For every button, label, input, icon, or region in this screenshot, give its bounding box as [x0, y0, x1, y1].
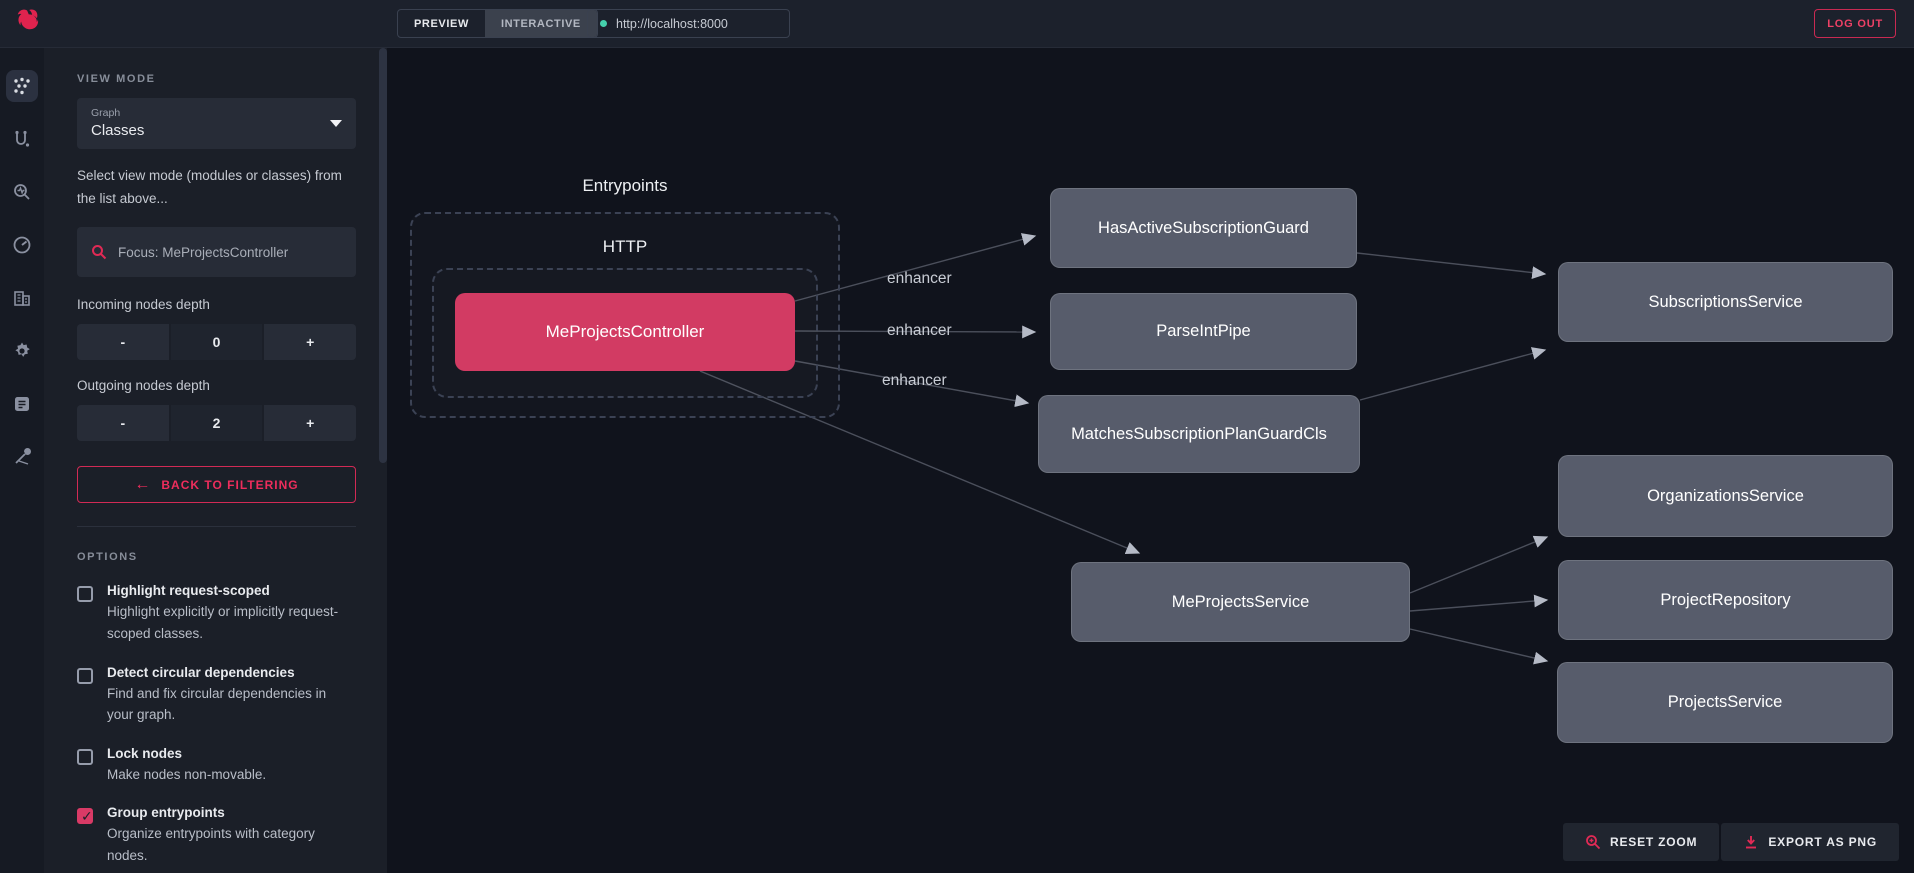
node-has-active-subscription-guard[interactable]: HasActiveSubscriptionGuard — [1050, 188, 1357, 268]
option-title: Detect circular dependencies — [107, 664, 295, 680]
option-description: Organize entrypoints with category nodes… — [107, 826, 315, 863]
routes-icon — [15, 130, 30, 147]
reset-zoom-label: RESET ZOOM — [1610, 835, 1698, 849]
incoming-depth-label: Incoming nodes depth — [77, 297, 210, 313]
nav-rail — [0, 48, 44, 873]
edge-label-enhancer: enhancer — [887, 322, 952, 339]
option-title: Lock nodes — [107, 745, 183, 761]
incoming-depth-increase-button[interactable]: + — [264, 324, 356, 361]
reset-zoom-button[interactable]: RESET ZOOM — [1563, 823, 1720, 861]
rail-item-tools[interactable] — [6, 441, 38, 473]
outgoing-depth-value: 2 — [170, 405, 263, 442]
mode-tabs: PREVIEW INTERACTIVE — [397, 9, 598, 38]
outgoing-depth-stepper: - 2 + — [77, 405, 356, 442]
group-label-entrypoints: Entrypoints — [582, 176, 668, 195]
logs-icon — [15, 397, 29, 411]
outgoing-depth-decrease-button[interactable]: - — [77, 405, 169, 442]
rail-item-graph[interactable] — [6, 70, 38, 102]
tab-preview[interactable]: PREVIEW — [414, 17, 469, 30]
highlight-request-scoped-checkbox[interactable] — [77, 586, 93, 603]
connection-status-dot — [600, 20, 607, 27]
sidebar-divider — [77, 526, 356, 528]
incoming-depth-value: 0 — [170, 324, 263, 361]
sidebar-scrollbar-thumb[interactable] — [378, 48, 387, 463]
node-project-repository[interactable]: ProjectRepository — [1558, 560, 1893, 640]
view-mode-section-title: VIEW MODE — [77, 73, 156, 85]
gauge-icon — [13, 236, 31, 254]
outgoing-depth-increase-button[interactable]: + — [264, 405, 356, 442]
target-url-field[interactable]: http://localhost:8000 — [587, 9, 790, 38]
tab-interactive[interactable]: INTERACTIVE — [484, 10, 597, 37]
option-description: Find and fix circular dependencies in yo… — [107, 685, 327, 723]
option-detect-circular: Detect circular dependencies Find and fi… — [77, 665, 356, 726]
download-icon — [1746, 836, 1757, 849]
group-box-entrypoints[interactable] — [410, 212, 840, 418]
nestjs-logo-icon — [17, 9, 39, 30]
view-mode-select-label: Graph — [91, 107, 121, 119]
focus-input[interactable]: Focus: MeProjectsController — [77, 227, 356, 278]
option-title: Group entrypoints — [107, 805, 225, 821]
group-entrypoints-checkbox[interactable] — [77, 808, 93, 825]
option-title: Highlight request-scoped — [107, 583, 270, 599]
rail-item-logs[interactable] — [6, 388, 38, 420]
log-out-button[interactable]: LOG OUT — [1814, 9, 1896, 38]
outgoing-depth-label: Outgoing nodes depth — [77, 378, 210, 394]
node-subscriptions-service[interactable]: SubscriptionsService — [1558, 262, 1893, 342]
zoom-icon — [1586, 835, 1601, 850]
rail-item-performance[interactable] — [6, 229, 38, 261]
export-png-label: EXPORT AS PNG — [1768, 835, 1877, 849]
graph-canvas[interactable]: Entrypoints HTTP MeProjectsController Ha… — [387, 48, 1914, 873]
canvas-controls: RESET ZOOM EXPORT AS PNG — [1563, 823, 1899, 861]
tools-icon — [15, 448, 31, 465]
node-projects-service[interactable]: ProjectsService — [1557, 662, 1893, 743]
left-arrow-icon: ← — [134, 475, 152, 493]
sidebar-panel: VIEW MODE Graph Classes Select view mode… — [44, 48, 378, 873]
option-highlight-request-scoped: Highlight request-scoped Highlight expli… — [77, 583, 356, 644]
view-mode-hint: Select view mode (modules or classes) fr… — [77, 168, 342, 206]
incoming-depth-stepper: - 0 + — [77, 324, 356, 361]
search-icon — [92, 245, 107, 260]
lock-nodes-checkbox[interactable] — [77, 748, 93, 765]
rail-item-inspect[interactable] — [6, 176, 38, 208]
node-matches-subscription-plan-guard-cls[interactable]: MatchesSubscriptionPlanGuardCls — [1038, 395, 1360, 473]
option-description: Highlight explicitly or implicitly reque… — [107, 604, 339, 641]
node-me-projects-service[interactable]: MeProjectsService — [1071, 562, 1410, 642]
gear-icon — [15, 342, 30, 357]
inspect-icon — [14, 184, 30, 200]
node-parse-int-pipe[interactable]: ParseIntPipe — [1050, 293, 1357, 370]
group-box-http[interactable] — [432, 268, 818, 398]
incoming-depth-decrease-button[interactable]: - — [77, 324, 169, 361]
back-to-filtering-label: BACK TO FILTERING — [161, 477, 299, 492]
option-description: Make nodes non-movable. — [107, 766, 267, 782]
sidebar-scrollbar-track — [378, 48, 387, 873]
export-png-button[interactable]: EXPORT AS PNG — [1721, 823, 1899, 861]
edge-label-enhancer: enhancer — [882, 372, 947, 389]
options-section-title: OPTIONS — [77, 551, 138, 564]
chevron-down-icon — [330, 120, 342, 127]
view-mode-select[interactable]: Graph Classes — [77, 98, 356, 149]
graph-edges — [699, 233, 1549, 665]
group-label-http: HTTP — [602, 237, 648, 256]
rail-item-settings[interactable] — [6, 335, 38, 367]
edge-label-enhancer: enhancer — [887, 270, 952, 287]
option-lock-nodes: Lock nodes Make nodes non-movable. — [77, 746, 356, 786]
modules-icon — [14, 291, 30, 306]
node-organizations-service[interactable]: OrganizationsService — [1558, 455, 1893, 537]
view-mode-select-value: Classes — [91, 122, 145, 139]
back-to-filtering-button[interactable]: ← BACK TO FILTERING — [77, 466, 356, 504]
rail-item-modules[interactable] — [6, 282, 38, 314]
graph-icon — [14, 77, 30, 95]
focus-input-value: Focus: MeProjectsController — [118, 244, 289, 260]
target-url-text: http://localhost:8000 — [616, 16, 728, 31]
rail-item-routes[interactable] — [6, 123, 38, 155]
top-bar: PREVIEW INTERACTIVE http://localhost:800… — [0, 0, 1914, 48]
detect-circular-checkbox[interactable] — [77, 667, 93, 684]
option-group-entrypoints: Group entrypoints Organize entrypoints w… — [77, 805, 356, 866]
node-me-projects-controller[interactable]: MeProjectsController — [455, 293, 795, 371]
